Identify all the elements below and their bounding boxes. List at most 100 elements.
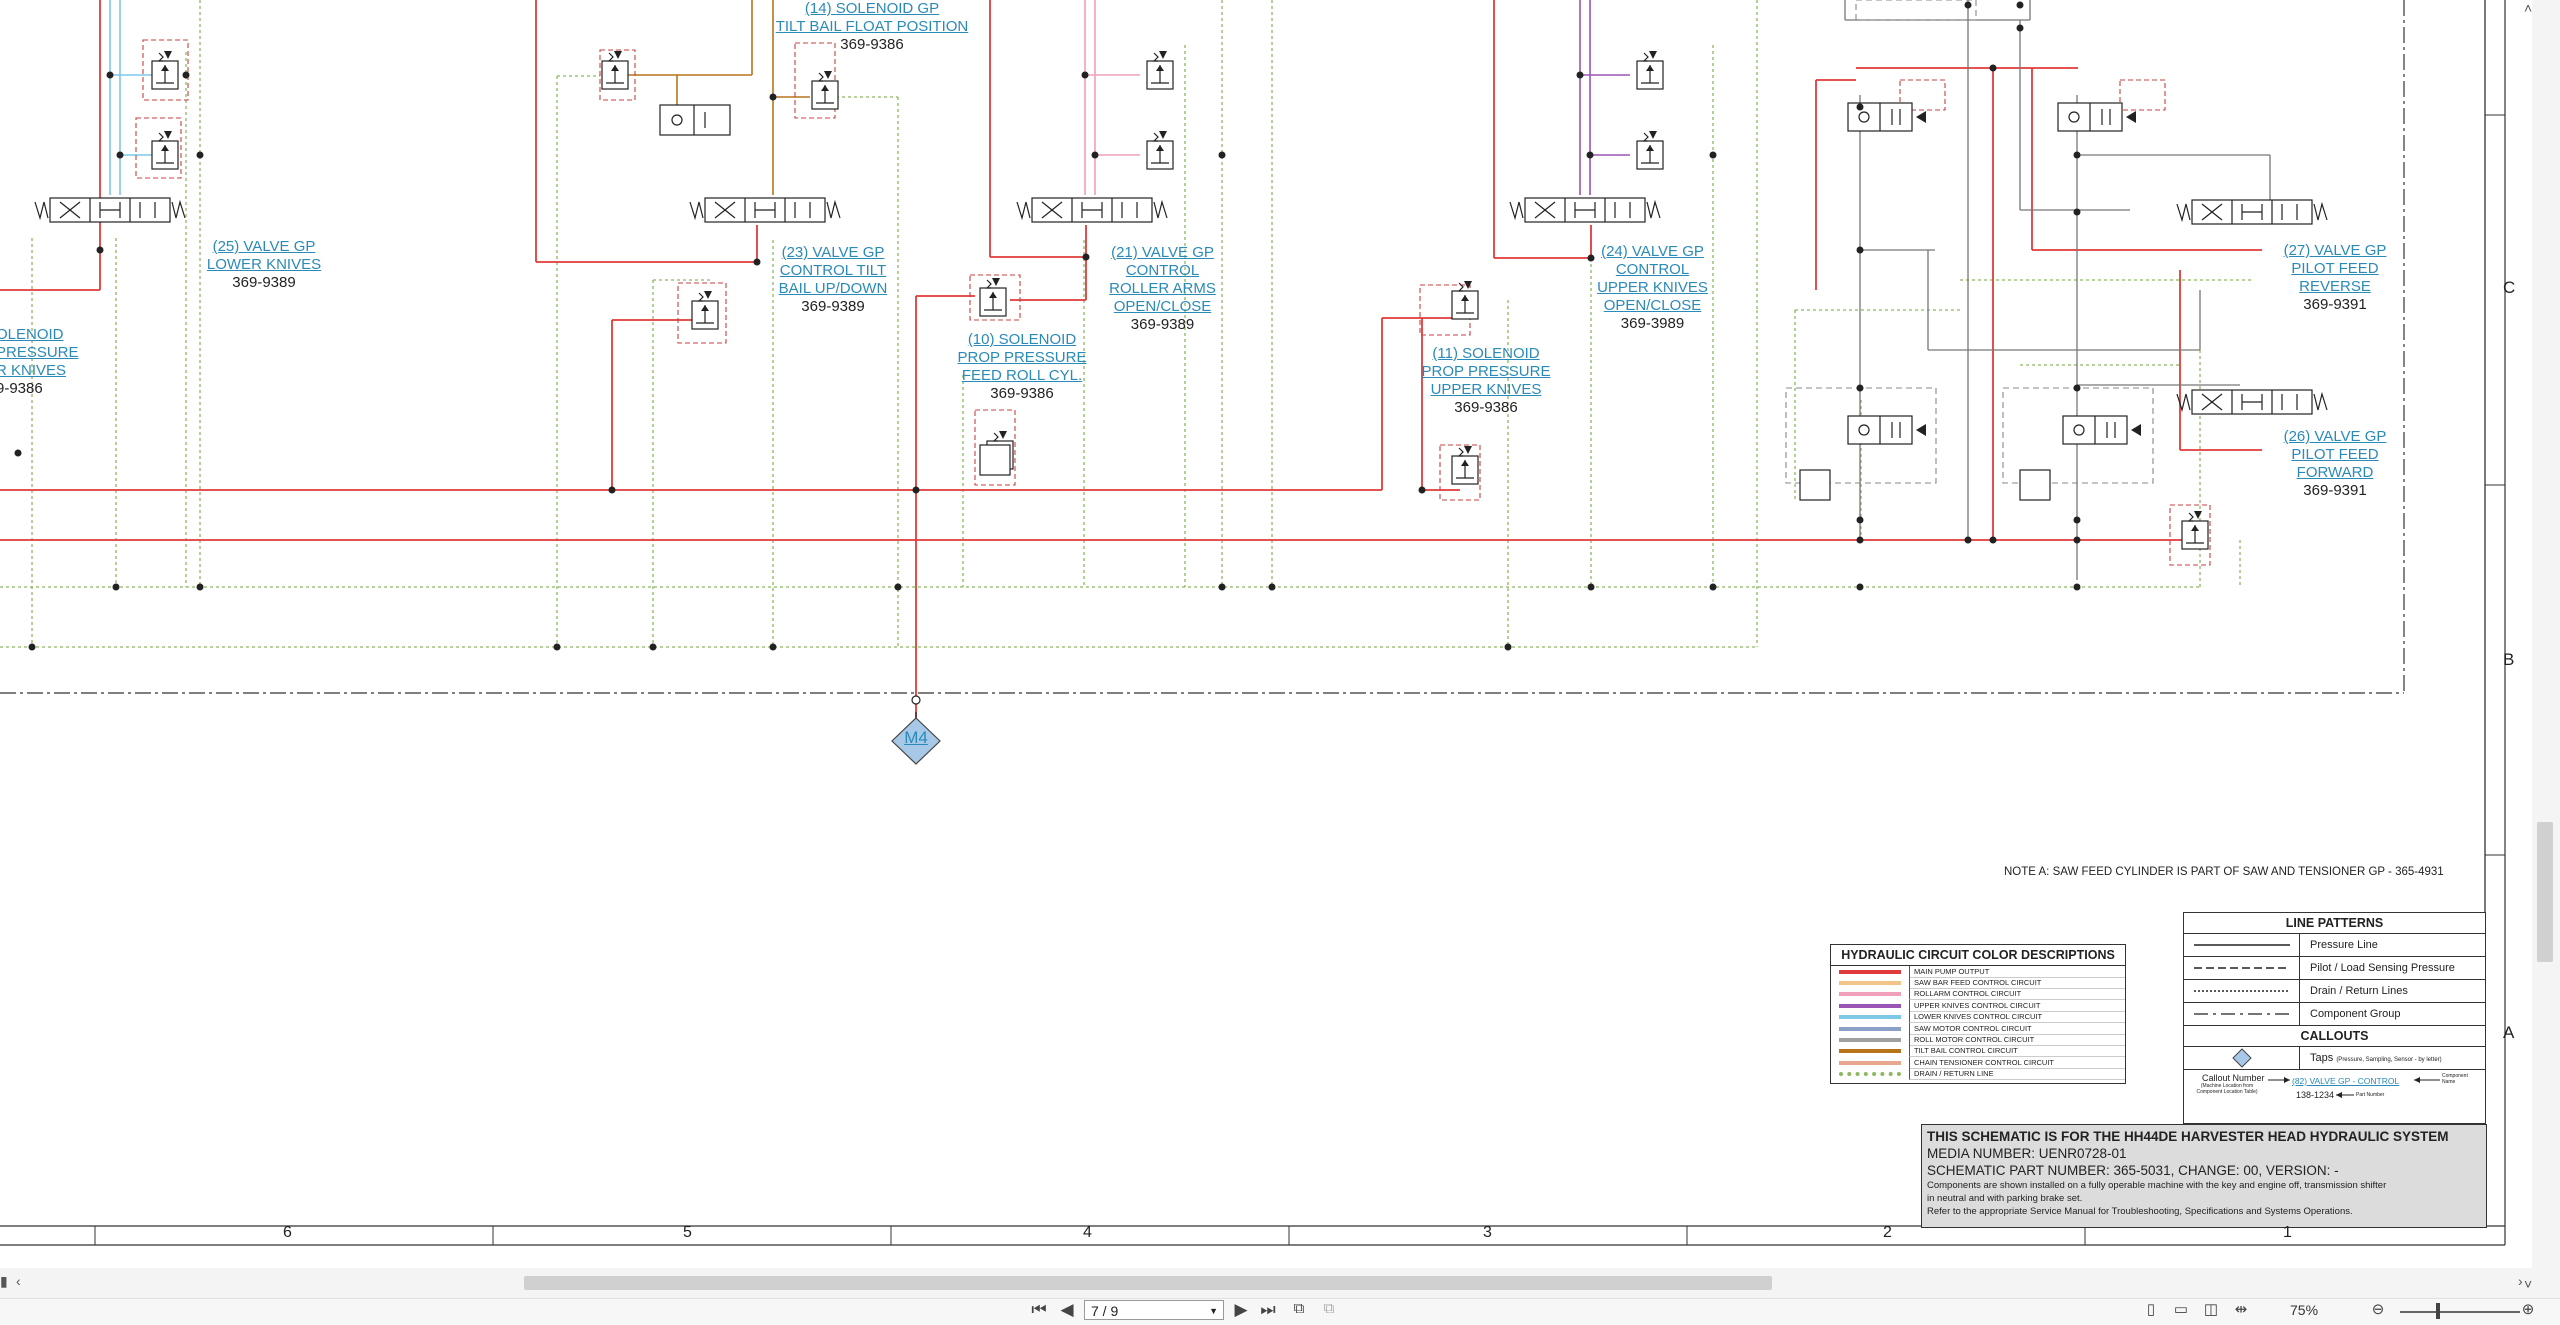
next-page-icon[interactable]: ▶ — [1234, 1300, 1248, 1319]
pressure-switches — [979, 444, 2051, 501]
first-page-icon[interactable]: ⏮ — [1031, 1300, 1047, 1319]
color-swatch — [1839, 1026, 1901, 1031]
page-number-input[interactable]: 7 / 9▼ — [1084, 1300, 1224, 1320]
color-legend-row: ROLLARM CONTROL CIRCUIT — [1831, 988, 2125, 1001]
directional-valve-21 — [1016, 197, 1168, 223]
callout-23[interactable]: (23) VALVE GP CONTROL TILT BAIL UP/DOWN … — [768, 244, 898, 316]
media-number: MEDIA NUMBER: UENR0728-01 — [1927, 1146, 2127, 1161]
zoom-in-icon[interactable]: ⊕ — [2521, 1301, 2535, 1318]
pattern-row-pilot: Pilot / Load Sensing Pressure — [2184, 956, 2485, 979]
title-block: THIS SCHEMATIC IS FOR THE HH44DE HARVEST… — [1921, 1124, 2487, 1228]
pilot-valve-group — [1847, 102, 2142, 445]
color-swatch — [1839, 1003, 1901, 1008]
zoom-level[interactable]: 75% — [2290, 1302, 2319, 1318]
dashed-line-sample — [2193, 967, 2290, 969]
zoom-slider[interactable] — [2400, 1311, 2520, 1313]
color-legend-row: DRAIN / RETURN LINE — [1831, 1068, 2125, 1081]
callouts-title: CALLOUTS — [2184, 1025, 2485, 1047]
line-patterns-title: LINE PATTERNS — [2184, 913, 2485, 934]
tap-diamond-icon — [2231, 1048, 2252, 1068]
vertical-scrollbar[interactable] — [2532, 0, 2560, 1298]
paste-page-icon[interactable]: ⧉ — [1323, 1300, 1335, 1317]
color-legend-row: MAIN PUMP OUTPUT — [1831, 965, 2125, 978]
color-legend-label: ROLL MOTOR CONTROL CIRCUIT — [1909, 1034, 2125, 1047]
directional-valve-23 — [689, 197, 841, 223]
drawing-frame — [0, 0, 2506, 1246]
scroll-down-icon[interactable]: ˅ — [2524, 1276, 2533, 1292]
color-legend-row: CHAIN TENSIONER CONTROL CIRCUIT — [1831, 1056, 2125, 1069]
color-legend-row: SAW MOTOR CONTROL CIRCUIT — [1831, 1022, 2125, 1035]
callout-27[interactable]: (27) VALVE GP PILOT FEED REVERSE 369-939… — [2280, 242, 2390, 314]
callout-24-part: 369-3989 — [1620, 315, 1685, 332]
check-valve-symbol — [659, 104, 731, 136]
copy-page-icon[interactable]: ⧉ — [1293, 1300, 1305, 1317]
callout-left-partial[interactable]: OLENOID PRESSURE R KNIVES 9-9386 — [0, 326, 79, 398]
color-legend-row: SAW BAR FEED CONTROL CIRCUIT — [1831, 977, 2125, 990]
callout-24-link[interactable]: (24) VALVE GP CONTROL UPPER KNIVES OPEN/… — [1597, 243, 1708, 314]
dotted-line-sample — [2193, 990, 2290, 992]
callout-10-link[interactable]: (10) SOLENOID PROP PRESSURE FEED ROLL CY… — [957, 331, 1087, 384]
vertical-scroll-thumb[interactable] — [2537, 822, 2553, 962]
scroll-left-icon[interactable]: ‹ — [16, 1273, 21, 1289]
tap-m4-link[interactable]: M4 — [904, 728, 928, 747]
tap-m4[interactable]: M4 — [892, 729, 940, 747]
taps-row: Taps (Pressure, Sampling, Sensor - by le… — [2184, 1047, 2485, 1069]
zone-letter: B — [2503, 650, 2515, 669]
callout-25[interactable]: (25) VALVE GP LOWER KNIVES 369-9389 — [204, 238, 324, 292]
scroll-right-icon[interactable]: › — [2518, 1273, 2523, 1289]
callout-26-link[interactable]: (26) VALVE GP PILOT FEED FORWARD — [2283, 428, 2387, 481]
color-swatch — [1839, 992, 1901, 997]
zone-letter: C — [2503, 278, 2516, 297]
callout-14[interactable]: (14) SOLENOID GP TILT BAIL FLOAT POSITIO… — [772, 0, 972, 54]
pattern-row-pressure: Pressure Line — [2184, 934, 2485, 956]
callout-left-link[interactable]: OLENOID PRESSURE R KNIVES — [0, 326, 79, 379]
single-page-view-icon[interactable]: ▯ — [2146, 1301, 2156, 1318]
zone-number: 3 — [1483, 1224, 1492, 1241]
color-swatch — [1839, 969, 1901, 974]
callout-21[interactable]: (21) VALVE GP CONTROL ROLLER ARMS OPEN/C… — [1100, 244, 1225, 334]
color-swatch — [1839, 1060, 1901, 1065]
saw-feed-note: NOTE A: SAW FEED CYLINDER IS PART OF SAW… — [2004, 866, 2444, 878]
horizontal-scroll-thumb[interactable] — [524, 1276, 1772, 1290]
callout-11-part: 369-9386 — [1454, 399, 1518, 416]
pattern-row-group: Component Group — [2184, 1002, 2485, 1025]
directional-valve-24 — [1509, 197, 1661, 223]
facing-view-icon[interactable]: ◫ — [2203, 1301, 2219, 1318]
color-legend-label: ROLLARM CONTROL CIRCUIT — [1909, 988, 2125, 1001]
callout-24[interactable]: (24) VALVE GP CONTROL UPPER KNIVES OPEN/… — [1590, 243, 1715, 333]
scroll-left-arrow-icon[interactable]: ▮ — [0, 1273, 8, 1289]
continuous-view-icon[interactable]: ▭ — [2173, 1301, 2189, 1318]
callout-14-link[interactable]: (14) SOLENOID GP TILT BAIL FLOAT POSITIO… — [775, 0, 969, 35]
callout-14-part: 369-9386 — [840, 36, 904, 53]
color-swatch — [1839, 981, 1901, 986]
prev-page-icon[interactable]: ◀ — [1060, 1300, 1074, 1319]
zoom-out-icon[interactable]: ⊖ — [2371, 1301, 2385, 1318]
last-page-icon[interactable]: ⏭ — [1260, 1300, 1276, 1319]
zone-number: 2 — [1883, 1224, 1892, 1241]
component-groups — [1785, 0, 2154, 484]
directional-valve-26 — [2176, 389, 2328, 415]
callout-21-link[interactable]: (21) VALVE GP CONTROL ROLLER ARMS OPEN/C… — [1109, 244, 1216, 315]
callout-10[interactable]: (10) SOLENOID PROP PRESSURE FEED ROLL CY… — [952, 331, 1092, 403]
color-legend: HYDRAULIC CIRCUIT COLOR DESCRIPTIONS MAI… — [1830, 944, 2126, 1084]
color-legend-row: ROLL MOTOR CONTROL CIRCUIT — [1831, 1034, 2125, 1047]
callout-26[interactable]: (26) VALVE GP PILOT FEED FORWARD 369-939… — [2280, 428, 2390, 500]
callout-25-link[interactable]: (25) VALVE GP LOWER KNIVES — [206, 238, 322, 273]
callout-23-link[interactable]: (23) VALVE GP CONTROL TILT BAIL UP/DOWN — [778, 244, 888, 297]
callout-26-part: 369-9391 — [2303, 482, 2367, 499]
directional-valve-27 — [2176, 199, 2328, 225]
color-swatch — [1839, 1049, 1901, 1054]
color-legend-label: TILT BAIL CONTROL CIRCUIT — [1909, 1045, 2125, 1058]
zone-letter: A — [2503, 1023, 2515, 1042]
schematic-viewport: (14) SOLENOID GP TILT BAIL FLOAT POSITIO… — [0, 0, 2516, 1246]
callout-27-link[interactable]: (27) VALVE GP PILOT FEED REVERSE — [2283, 242, 2387, 295]
callout-11[interactable]: (11) SOLENOID PROP PRESSURE UPPER KNIVES… — [1416, 345, 1556, 417]
callout-11-link[interactable]: (11) SOLENOID PROP PRESSURE UPPER KNIVES — [1421, 345, 1551, 398]
color-legend-label: DRAIN / RETURN LINE — [1909, 1068, 2125, 1081]
fit-width-icon[interactable]: ⇹ — [2234, 1301, 2248, 1318]
scroll-up-icon[interactable]: ˄ — [2524, 0, 2533, 16]
chevron-down-icon[interactable]: ▼ — [1209, 1306, 1218, 1316]
zoom-slider-handle[interactable] — [2436, 1303, 2440, 1319]
zone-number: 6 — [283, 1224, 292, 1241]
color-legend-label: UPPER KNIVES CONTROL CIRCUIT — [1909, 999, 2125, 1012]
